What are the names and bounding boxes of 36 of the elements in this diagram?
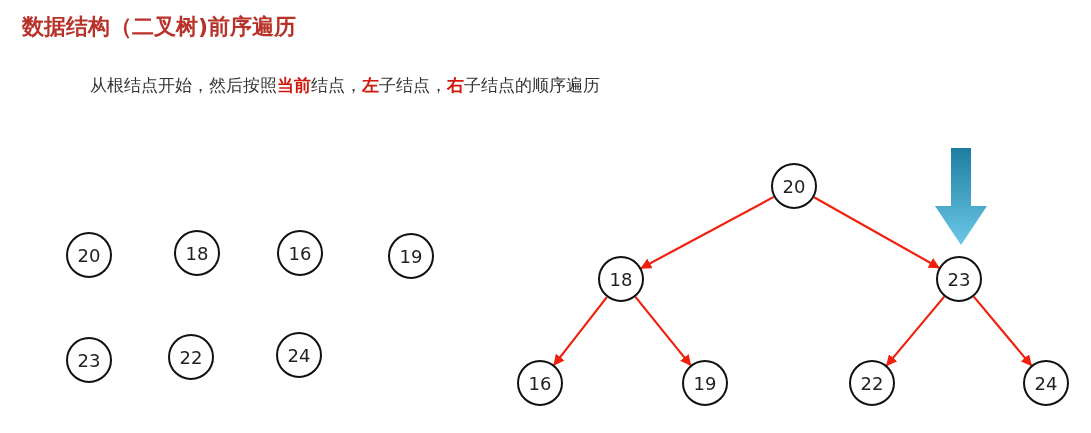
description-text: 从根结点开始，然后按照当前结点，左子结点，右子结点的顺序遍历: [90, 74, 600, 97]
arrow: [885, 295, 946, 367]
arrow: [972, 295, 1033, 367]
node-value: 22: [179, 346, 203, 368]
node-value: 20: [782, 175, 806, 197]
node-value: 18: [185, 242, 209, 264]
arrow: [640, 195, 775, 270]
circle-node: [682, 360, 728, 406]
title: 数据结构（二叉树)前序遍历: [22, 13, 297, 41]
circle-node: [849, 360, 895, 406]
node-value: 24: [1034, 372, 1058, 394]
node-value: 16: [288, 242, 312, 264]
circle-node: [66, 232, 112, 278]
node-value: 22: [860, 372, 884, 394]
circle-node: [598, 256, 644, 302]
circle-node: [277, 230, 323, 276]
circle-node: [276, 332, 322, 378]
circle-node: [66, 337, 112, 383]
arrow: [813, 196, 940, 269]
circle-node: [168, 334, 214, 380]
node-value: 23: [947, 268, 971, 290]
node-value: 19: [399, 245, 423, 267]
circle-node: [174, 230, 220, 276]
circle-node: [388, 233, 434, 279]
node-value: 20: [77, 244, 101, 266]
node-value: 18: [609, 268, 633, 290]
node-value: 23: [77, 349, 101, 371]
node-value: 16: [528, 372, 552, 394]
node-value: 24: [287, 344, 311, 366]
circle-node: [517, 360, 563, 406]
node-value: 19: [693, 372, 717, 394]
circle-node: [936, 256, 982, 302]
arrow: [553, 296, 608, 366]
arrow: [634, 296, 692, 366]
circle-node: [1023, 360, 1069, 406]
circle-node: [771, 163, 817, 209]
